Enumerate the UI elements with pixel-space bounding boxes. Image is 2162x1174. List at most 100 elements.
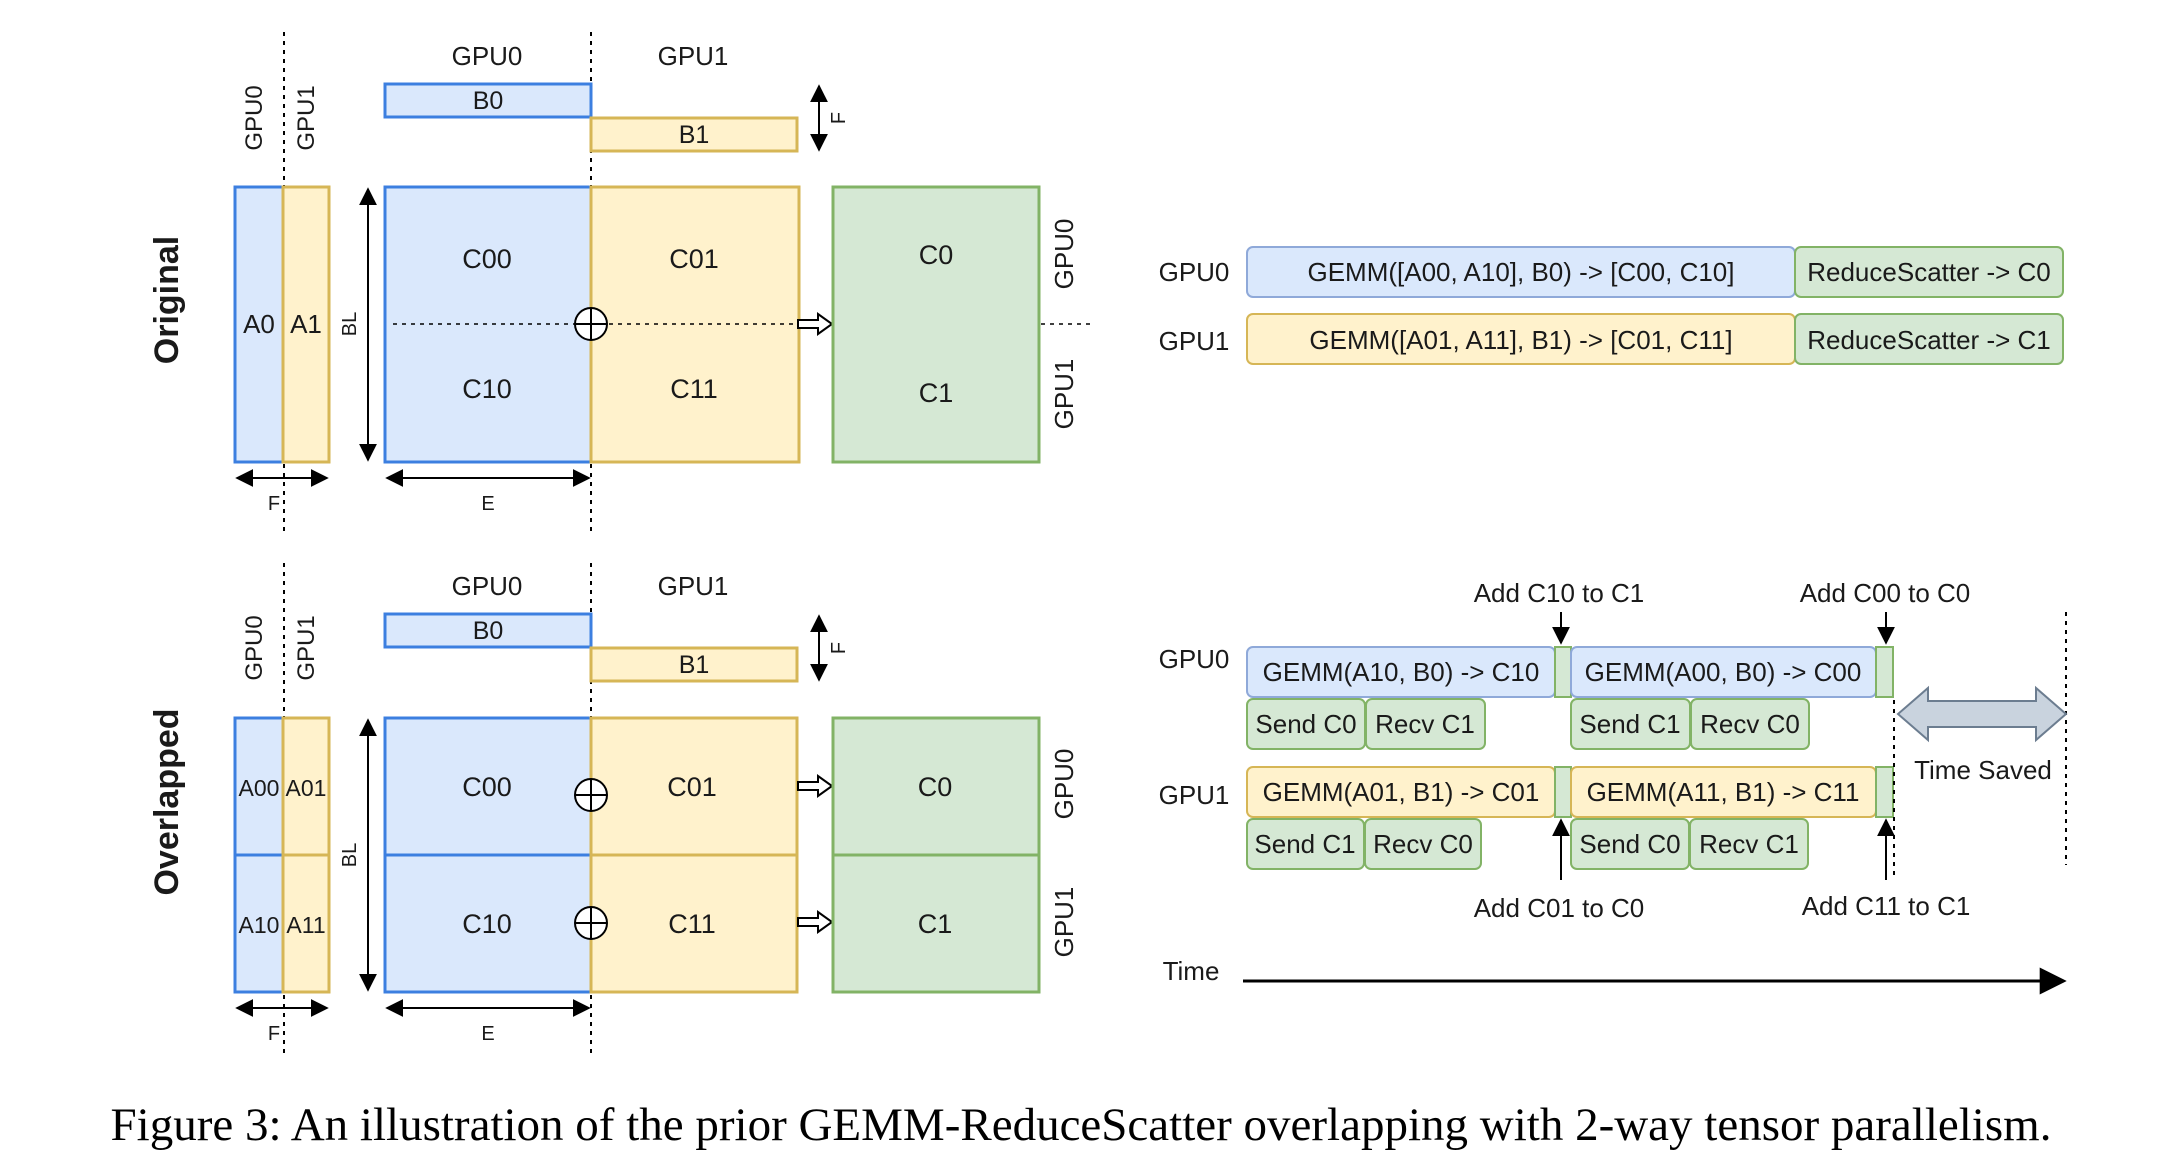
hollow-arrow — [797, 312, 834, 336]
c1-label: C1 — [918, 909, 953, 939]
recv-block — [1689, 818, 1809, 870]
gpu0-label: GPU0 — [241, 615, 268, 680]
gemm-label: GEMM(A11, B1) -> C11 — [1587, 777, 1860, 807]
reducescatter-label: ReduceScatter -> C0 — [1807, 257, 2051, 287]
original-panel: Original GPU0 GPU1 GPU0 GPU1 B0 B1 F A0 … — [148, 32, 2064, 532]
b0-label: B0 — [473, 87, 504, 115]
section-title-overlapped: Overlapped — [148, 708, 186, 895]
time-axis-label: Time — [1163, 956, 1220, 986]
dim-f-label: F — [828, 642, 850, 654]
gpu1-label: GPU1 — [658, 571, 729, 601]
time-saved-arrow — [1896, 685, 2068, 743]
a00-label: A00 — [239, 775, 280, 801]
gpu1-label: GPU1 — [1159, 326, 1230, 356]
send-label: Send C1 — [1254, 829, 1355, 859]
add-annotation: Add C11 to C1 — [1802, 891, 1971, 921]
reducescatter-label: ReduceScatter -> C1 — [1807, 325, 2051, 355]
gpu0-label: GPU0 — [452, 571, 523, 601]
recv-block — [1690, 698, 1810, 750]
add-block — [1875, 646, 1894, 698]
hollow-arrow — [797, 910, 834, 934]
dim-f-label: F — [828, 112, 850, 124]
recv-block — [1365, 698, 1486, 750]
gpu0-label: GPU0 — [1049, 749, 1079, 820]
gemm-label: GEMM(A00, B0) -> C00 — [1585, 657, 1862, 687]
a00-block — [233, 716, 285, 857]
gpu1-label: GPU1 — [1049, 887, 1079, 958]
c01-label: C01 — [667, 772, 717, 802]
add-symbol — [574, 906, 608, 940]
c-right-block — [589, 185, 801, 464]
dim-f-label: F — [268, 1023, 280, 1045]
a11-block — [281, 853, 331, 994]
recv-block — [1364, 818, 1482, 870]
b1-block — [589, 646, 799, 683]
a0-label: A0 — [243, 309, 275, 339]
c10-label: C10 — [462, 909, 512, 939]
gemm-label: GEMM(A10, B0) -> C10 — [1263, 657, 1540, 687]
send-label: Send C0 — [1579, 829, 1680, 859]
a01-label: A01 — [286, 775, 327, 801]
c01-label: C01 — [669, 244, 719, 274]
reducescatter-block-gpu0 — [1794, 246, 2064, 298]
gpu1-label: GPU1 — [1049, 359, 1079, 430]
dim-f-label: F — [268, 493, 280, 515]
c11-label: C11 — [670, 374, 718, 404]
gemm-label: GEMM(A01, B1) -> C01 — [1263, 777, 1540, 807]
result-block — [831, 185, 1041, 464]
c10-block — [383, 853, 593, 994]
c00-label: C00 — [462, 244, 512, 274]
gpu0-label: GPU0 — [1049, 219, 1079, 290]
gpu1-label: GPU1 — [293, 615, 320, 680]
add-annotation: Add C01 to C0 — [1474, 893, 1645, 923]
dim-e-label: E — [481, 1023, 494, 1045]
c0-label: C0 — [919, 240, 954, 270]
send-label: Send C0 — [1255, 709, 1356, 739]
a0-block — [233, 185, 285, 464]
figure-caption: Figure 3: An illustration of the prior G… — [110, 1099, 2052, 1151]
b1-label: B1 — [679, 651, 710, 679]
hollow-arrow — [797, 774, 834, 798]
gpu1-label: GPU1 — [1159, 780, 1230, 810]
a11-label: A11 — [286, 912, 325, 938]
section-title-original: Original — [148, 236, 186, 364]
b1-block — [589, 116, 799, 153]
add-block — [1875, 766, 1894, 818]
a1-block — [281, 185, 331, 464]
b0-block — [383, 82, 593, 119]
recv-label: Recv C0 — [1373, 829, 1473, 859]
gpu1-label: GPU1 — [658, 41, 729, 71]
c1-label: C1 — [919, 378, 954, 408]
add-annotation: Add C00 to C0 — [1800, 578, 1971, 608]
add-symbol — [574, 307, 608, 341]
c11-label: C11 — [668, 909, 716, 939]
b0-label: B0 — [473, 617, 504, 645]
add-annotation: Add C10 to C1 — [1474, 578, 1645, 608]
dim-bl-label: BL — [339, 843, 361, 867]
c00-label: C00 — [462, 772, 512, 802]
recv-label: Recv C1 — [1699, 829, 1799, 859]
gpu0-label: GPU0 — [1159, 257, 1230, 287]
gemm-label: GEMM([A01, A11], B1) -> [C01, C11] — [1309, 325, 1732, 355]
b1-label: B1 — [679, 121, 710, 149]
gpu0-label: GPU0 — [1159, 644, 1230, 674]
add-symbol — [574, 778, 608, 812]
gpu0-label: GPU0 — [241, 85, 268, 150]
gpu1-label: GPU1 — [293, 85, 320, 150]
dim-bl-label: BL — [339, 312, 361, 336]
gpu0-label: GPU0 — [452, 41, 523, 71]
a10-label: A10 — [239, 912, 280, 938]
c01-block — [589, 716, 799, 857]
add-block — [1554, 646, 1572, 698]
c0-label: C0 — [918, 772, 953, 802]
c11-block — [589, 853, 799, 994]
b0-block — [383, 612, 593, 649]
overlapped-panel: Overlapped GPU0 GPU1 GPU0 GPU1 B0 B1 F A… — [148, 563, 2068, 1058]
recv-label: Recv C1 — [1375, 709, 1475, 739]
send-label: Send C1 — [1579, 709, 1680, 739]
dim-e-label: E — [481, 493, 494, 515]
add-block — [1554, 766, 1572, 818]
recv-label: Recv C0 — [1700, 709, 1800, 739]
c-left-block — [383, 185, 593, 464]
